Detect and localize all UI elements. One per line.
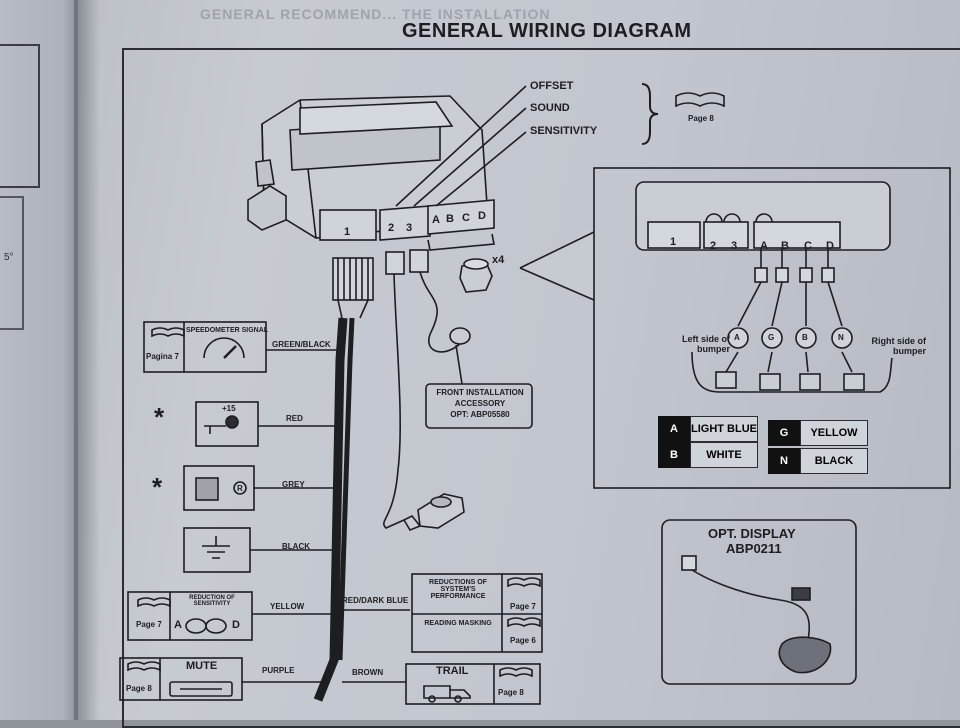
bd-connector-a: A xyxy=(760,240,768,252)
right-bumper-label: Right side of bumper xyxy=(871,336,927,356)
sensitivity-label: REDUCTION OF SENSITIVITY xyxy=(189,595,235,607)
cu-connector-a: A xyxy=(432,214,440,226)
legend-value-g: YELLOW xyxy=(800,420,868,446)
legend-value-a: LIGHT BLUE xyxy=(690,416,758,442)
wire-black: BLACK xyxy=(282,542,310,551)
adjacent-page-box-2 xyxy=(0,196,24,330)
wire-red: RED xyxy=(286,414,303,423)
sensor-qty: x4 xyxy=(492,254,505,266)
wire-purple: PURPLE xyxy=(262,666,295,675)
sensor-n-label: N xyxy=(838,333,844,342)
left-bumper-label: Left side of bumper xyxy=(681,334,730,354)
bd-connector-d: D xyxy=(826,240,834,252)
sensor-g-label: G xyxy=(768,333,775,342)
sensitivity-page-ref: Page 7 xyxy=(136,620,162,629)
cu-connector-b: B xyxy=(446,213,454,225)
asterisk-2: * xyxy=(152,472,163,502)
bd-connector-c: C xyxy=(804,240,812,252)
cu-connector-1: 1 xyxy=(344,226,351,238)
ghost-header: GENERAL RECOMMEND... THE INSTALLATION xyxy=(200,6,551,22)
mute-page-ref: Page 8 xyxy=(126,684,152,693)
callout-sensitivity: SENSITIVITY xyxy=(530,125,598,137)
legend-key-b: B xyxy=(658,442,690,468)
page-fold xyxy=(74,0,100,720)
bd-connector-1: 1 xyxy=(670,236,677,248)
output-masking: READING MASKING xyxy=(424,620,492,627)
wire-yellow: YELLOW xyxy=(270,602,305,611)
display-code: ABP0211 xyxy=(726,541,782,556)
adjacent-page: 5° xyxy=(0,0,78,720)
page-title: GENERAL WIRING DIAGRAM xyxy=(402,20,692,42)
wire-brown: BROWN xyxy=(352,668,384,677)
sensitivity-right-letter: D xyxy=(232,619,240,631)
display-title: OPT. DISPLAY xyxy=(708,526,796,541)
speedometer-page-ref: Pagina 7 xyxy=(146,352,179,361)
output-performance: REDUCTIONS OF SYSTEM'S PERFORMANCE xyxy=(429,579,487,600)
sensor-a-label: A xyxy=(734,333,740,342)
cu-connector-3: 3 xyxy=(406,222,413,234)
legend-key-a: A xyxy=(658,416,690,442)
adjacent-page-box xyxy=(0,44,40,188)
accessory-line-1: FRONT INSTALLATION xyxy=(436,388,524,397)
trail-label: TRAIL xyxy=(436,665,469,677)
cu-connector-2: 2 xyxy=(388,222,395,234)
callout-page-ref: Page 8 xyxy=(688,114,714,123)
wire-red-dark-blue: RED/DARK BLUE xyxy=(342,596,409,605)
ignition-label: +15 xyxy=(222,404,236,413)
callout-offset: OFFSET xyxy=(530,80,574,92)
bd-connector-2: 2 xyxy=(710,240,717,252)
bd-connector-b: B xyxy=(781,240,789,252)
mute-label: MUTE xyxy=(186,660,218,672)
adjacent-page-text: 5° xyxy=(4,252,14,263)
reverse-label: R xyxy=(237,484,243,493)
trail-page-ref: Page 8 xyxy=(498,688,524,697)
asterisk-1: * xyxy=(154,402,165,432)
callout-sound: SOUND xyxy=(530,102,570,114)
legend-value-n: BLACK xyxy=(800,448,868,474)
legend-key-g: G xyxy=(768,420,800,446)
output-performance-page: Page 7 xyxy=(510,602,536,611)
legend-value-b: WHITE xyxy=(690,442,758,468)
cu-connector-d: D xyxy=(478,210,486,222)
output-masking-page: Page 6 xyxy=(510,636,536,645)
sensitivity-left-letter: A xyxy=(174,619,182,631)
accessory-line-3: OPT: ABP05580 xyxy=(450,410,510,419)
speedometer-label: SPEEDOMETER SIGNAL xyxy=(186,327,269,334)
accessory-line-2: ACCESSORY xyxy=(454,399,506,408)
wire-grey: GREY xyxy=(282,480,305,489)
cu-connector-c: C xyxy=(462,212,470,224)
legend-key-n: N xyxy=(768,448,800,474)
wire-green-black: GREEN/BLACK xyxy=(272,340,331,349)
sensor-b-label: B xyxy=(802,333,808,342)
bd-connector-3: 3 xyxy=(731,240,738,252)
